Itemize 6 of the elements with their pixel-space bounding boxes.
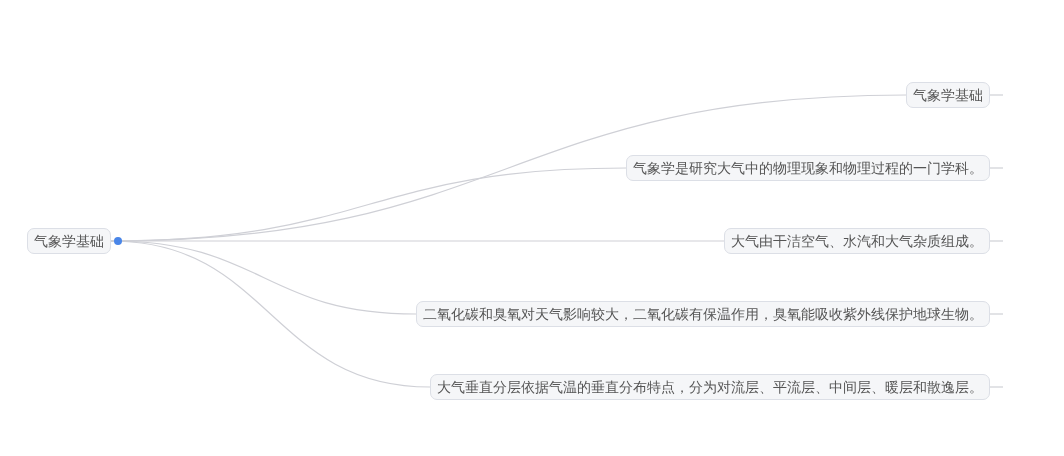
topic-box: 气象学是研究大气中的物理现象和物理过程的一门学科。 bbox=[626, 155, 990, 181]
root-topic-box: 气象学基础 bbox=[27, 228, 111, 254]
topic-box: 气象学基础 bbox=[906, 82, 990, 108]
topic-box: 大气垂直分层依据气温的垂直分布特点，分为对流层、平流层、中间层、暖层和散逸层。 bbox=[430, 374, 990, 400]
topic-box: 大气由干洁空气、水汽和大气杂质组成。 bbox=[724, 228, 990, 254]
topic-box: 二氧化碳和臭氧对天气影响较大，二氧化碳有保温作用，臭氧能吸收紫外线保护地球生物。 bbox=[416, 301, 990, 327]
